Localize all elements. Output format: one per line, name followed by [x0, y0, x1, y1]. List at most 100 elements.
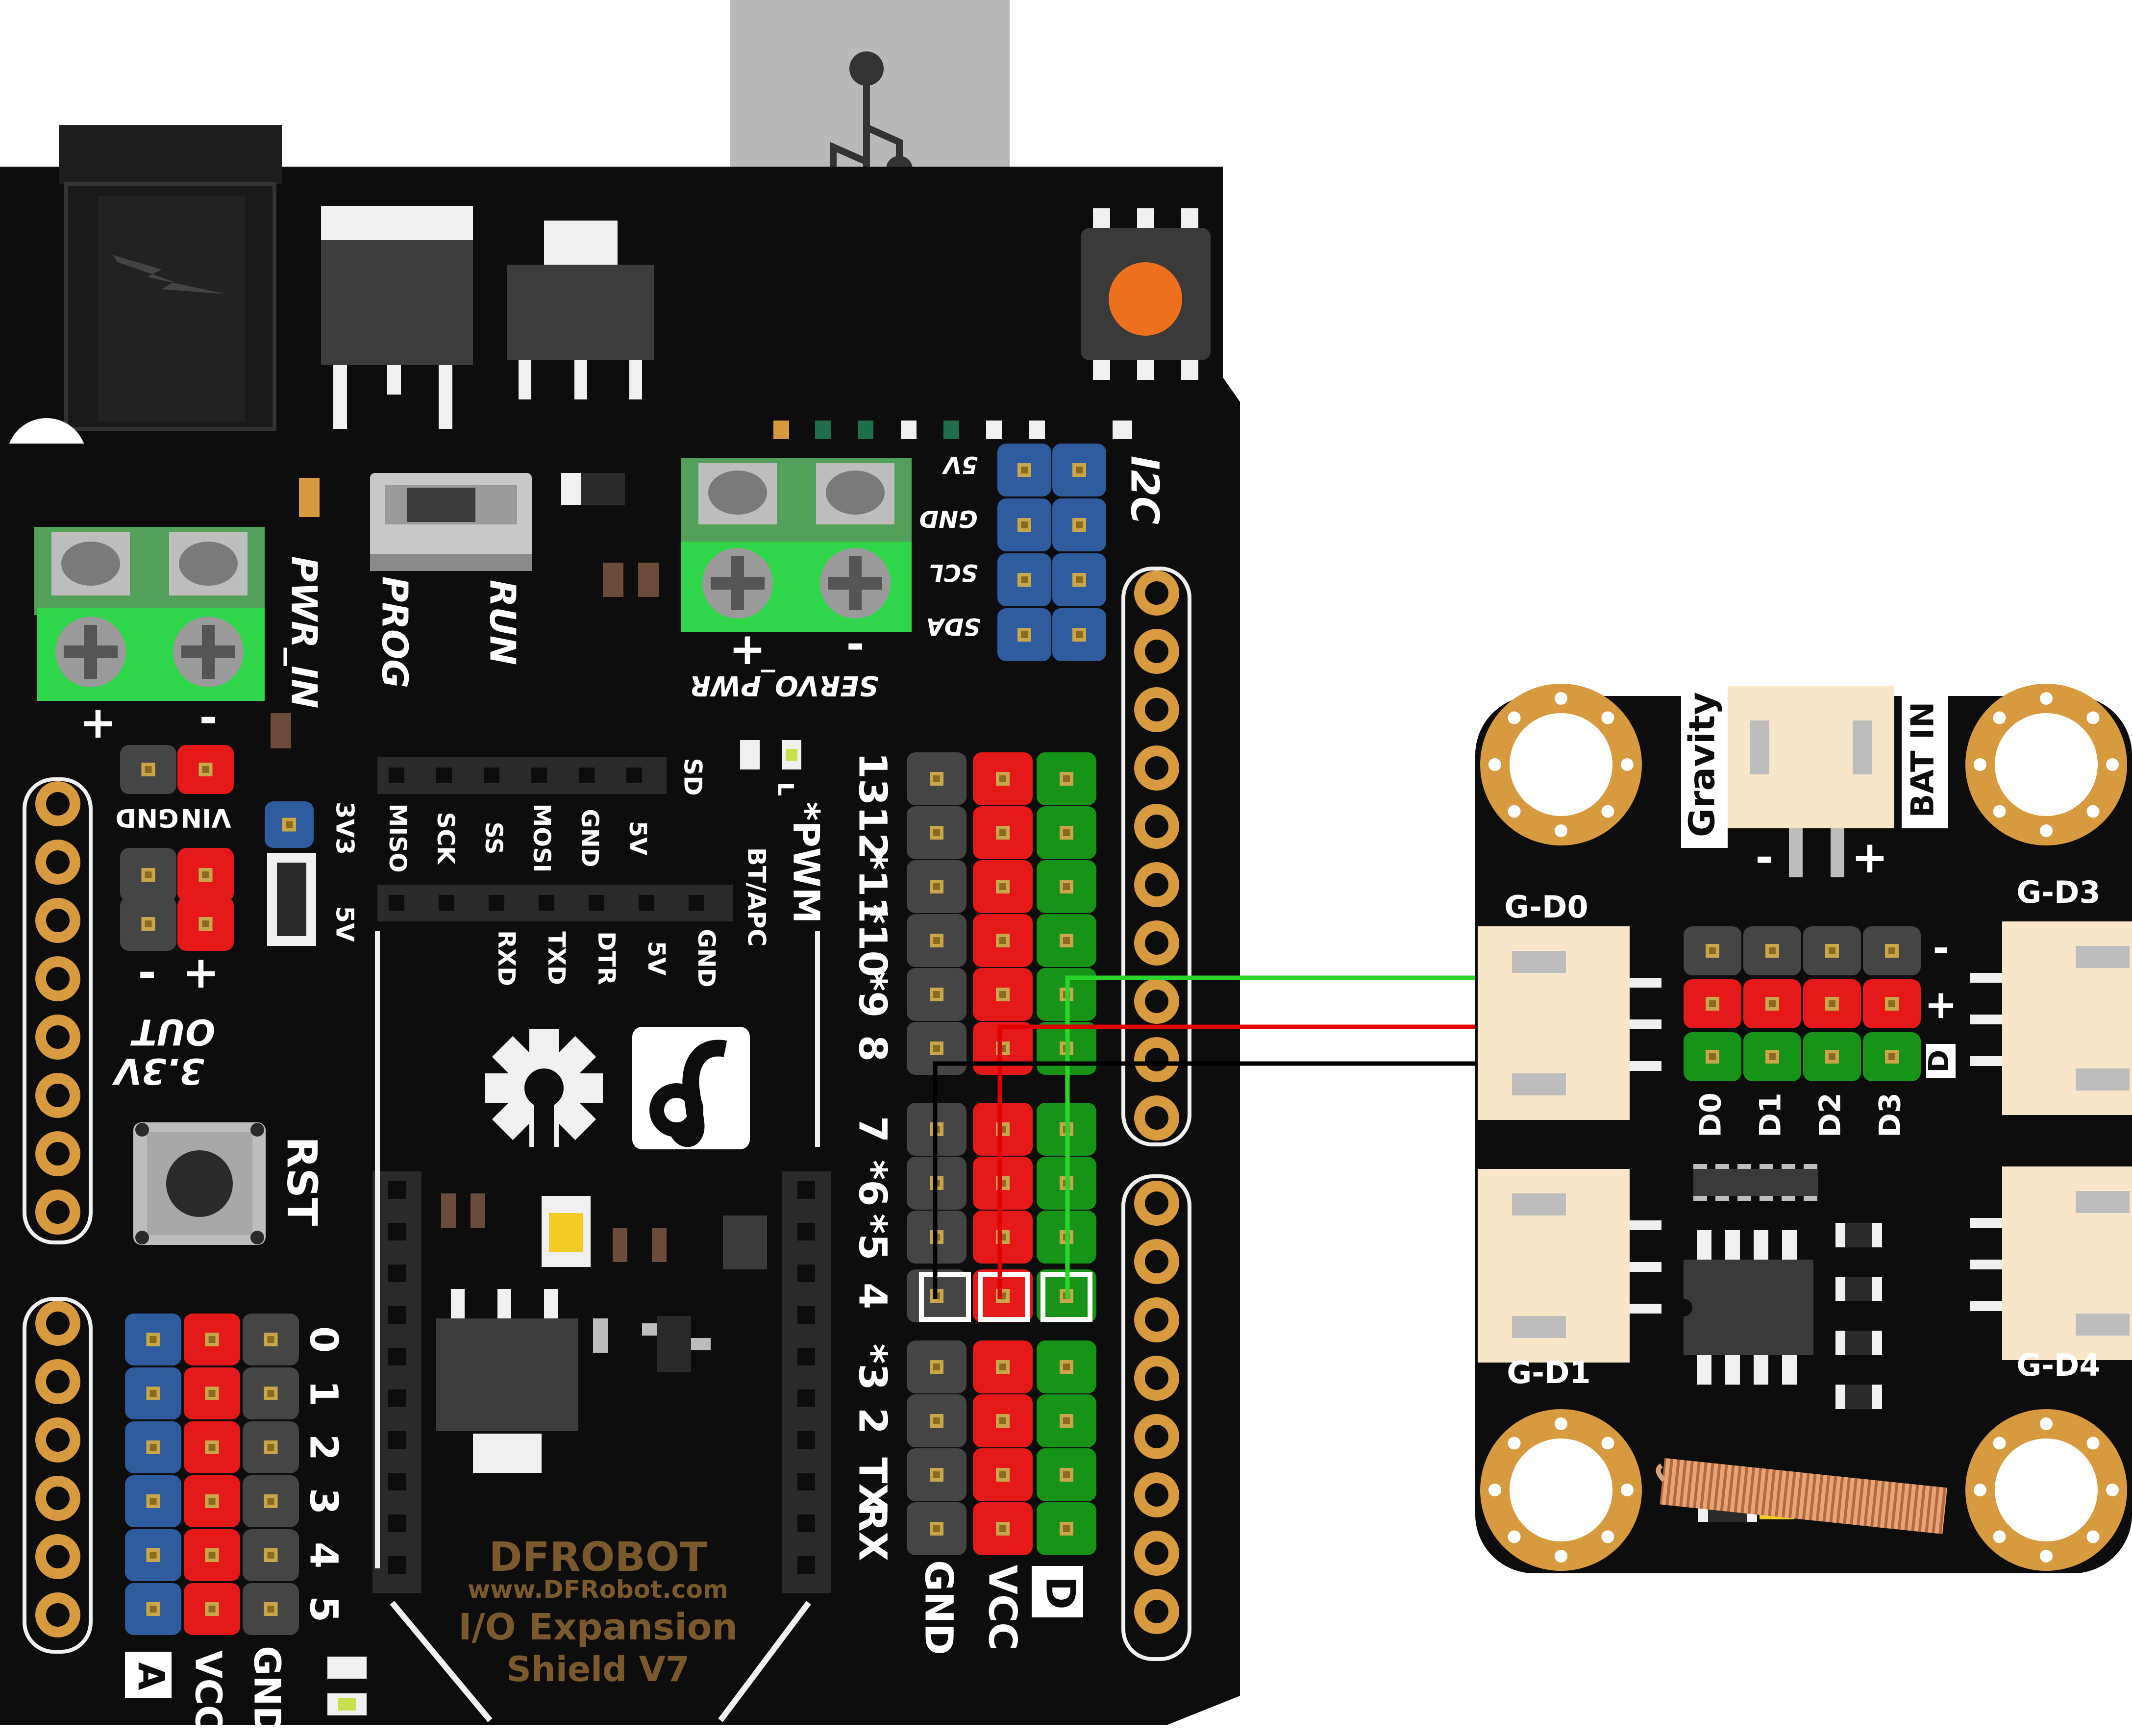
i2c-label: I2C: [1122, 456, 1166, 525]
module-minus-label: -: [1933, 925, 1949, 971]
xbee-pin: [388, 1389, 406, 1407]
digital-pin-label: *9: [850, 971, 894, 1017]
lightning-icon: [113, 255, 225, 294]
analog-pin-label: 3: [301, 1488, 346, 1514]
xbee-pin: [388, 1223, 406, 1240]
i2c-sda-label: SDA: [926, 613, 981, 640]
bt-pin: [389, 895, 404, 911]
module-pin-label: D2: [1813, 1092, 1848, 1138]
digital-pin-label: *3: [850, 1343, 894, 1390]
xbee-pin: [388, 1514, 406, 1532]
xbee-pin: [797, 1348, 815, 1365]
battery-connector: [1681, 686, 1948, 877]
bt-pin-label: 5V: [643, 941, 670, 976]
brand-url: www.DFRobot.com: [468, 1575, 728, 1604]
xbee-pin: [388, 1431, 406, 1449]
module-ics: [1656, 1164, 1948, 1535]
vcc-column-label: VCC: [980, 1565, 1024, 1651]
bt-apc-header: [377, 885, 733, 921]
xbee-pin: [797, 1181, 815, 1199]
xbee-pin: [797, 1556, 815, 1574]
a-vcc-label: VCC: [187, 1650, 229, 1732]
xbee-pin: [797, 1389, 815, 1407]
digital-pin-label: 7: [850, 1116, 894, 1142]
spi-pin-label: SS: [480, 822, 507, 855]
5v-label: 5V: [331, 906, 359, 942]
arduino-header-analog: [23, 1297, 93, 1654]
xbee-pin: [797, 1473, 815, 1490]
wire-gnd-black: [933, 1061, 1644, 1299]
gravity-label: Gravity: [1682, 692, 1723, 837]
spi-pin: [531, 768, 547, 783]
product-name-line2: Shield V7: [506, 1649, 689, 1689]
spi-header: [377, 757, 667, 794]
module-mounting-holes: [1480, 684, 2127, 1571]
bt-pin: [589, 895, 604, 911]
digital-pin-label: RX: [850, 1502, 894, 1561]
3v3-out-label: 3.3V: [112, 1050, 204, 1091]
product-name-line1: I/O Expansion: [458, 1606, 738, 1648]
bt-pin: [439, 895, 454, 911]
module-pin-label: D0: [1694, 1092, 1728, 1138]
bat-in-label: BAT IN: [1905, 702, 1941, 818]
digital-pin-label: 12: [850, 806, 894, 860]
xbee-pin: [797, 1431, 815, 1449]
rst-button[interactable]: [133, 1122, 266, 1245]
port-g-d3-label: G-D3: [2016, 874, 2100, 910]
arduino-header-digital-low: [1121, 1174, 1191, 1661]
arduino-header-digital-high: [1121, 567, 1191, 1146]
voltage-regulator-2: [507, 221, 654, 399]
wire-vcc-red: [997, 1024, 1644, 1299]
bt-pin-label: DTR: [593, 931, 620, 985]
bt-pin: [539, 895, 554, 911]
analog-pin-label: 1: [301, 1380, 346, 1407]
spi-pin: [626, 768, 642, 783]
analog-pin-label: 4: [301, 1542, 346, 1568]
shield-board: [0, 167, 1240, 1725]
bt-pin-label: RXD: [493, 930, 520, 986]
spi-pin: [579, 768, 595, 783]
xbee-pin: [797, 1514, 815, 1532]
dfrobot-logo-icon: [632, 1027, 750, 1149]
spi-pin-label: GND: [576, 809, 603, 867]
xbee-pin: [388, 1181, 406, 1199]
arduino-header-power: [23, 777, 93, 1244]
spi-pin: [436, 768, 452, 783]
vin-label: VIN: [180, 803, 231, 832]
module-ports: [1478, 921, 2132, 1363]
gear-icon: [485, 1029, 603, 1152]
xbee-pin: [388, 1348, 406, 1365]
antenna-coil: [1660, 1458, 1948, 1535]
xbee-pin: [388, 1306, 406, 1324]
analog-pin-label: 5: [301, 1596, 346, 1622]
bt-pin: [639, 895, 654, 911]
connection-wires: [933, 975, 1644, 1299]
digital-pin-label: *11: [850, 850, 894, 923]
module-pin-label: D3: [1873, 1092, 1908, 1138]
port-g-d1-label: G-D1: [1507, 1355, 1590, 1390]
module-d-label: D: [1923, 1050, 1955, 1072]
module-pin-header: [1684, 926, 1921, 1081]
xbee-socket-headers: [372, 1171, 831, 1593]
digital-pin-label: *6: [850, 1160, 894, 1206]
i2c-5v-label: 5V: [942, 451, 978, 478]
servo-plus-label: +: [729, 623, 766, 675]
highlight-gnd-pin4: [919, 1272, 971, 1322]
spi-pin-label: MISO: [384, 804, 411, 873]
i2c-scl-label: SCL: [929, 559, 978, 586]
digital-pin-label: 8: [850, 1035, 894, 1062]
smd-components-center: [436, 1193, 767, 1473]
pwr-minus-label: -: [199, 692, 217, 744]
xbee-pin: [388, 1265, 406, 1282]
3v3-out-label: OUT: [130, 1011, 216, 1052]
prog-label: PROG: [374, 576, 415, 689]
a-gnd-label: GND: [246, 1646, 288, 1734]
prog-run-switch[interactable]: [370, 473, 532, 571]
port-g-d0-label: G-D0: [1504, 889, 1588, 925]
spi-pin: [484, 768, 499, 783]
reset-button-top[interactable]: [1081, 208, 1211, 380]
